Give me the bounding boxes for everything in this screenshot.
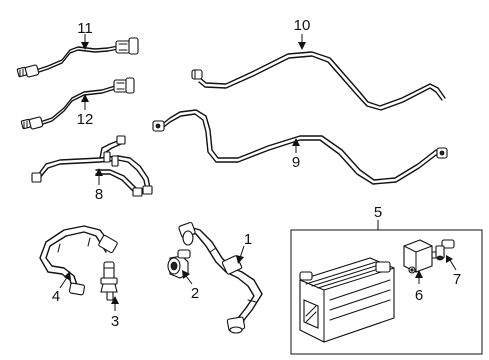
part-5-vapor-canister xyxy=(299,257,395,343)
part-2-connector xyxy=(167,249,191,279)
callout-6: 6 xyxy=(415,287,423,304)
part-7-connector xyxy=(435,239,455,261)
part-6-canister-vent-valve xyxy=(403,239,439,274)
part-3-purge-valve xyxy=(100,261,118,301)
callout-1: 1 xyxy=(244,231,252,248)
leader-lines xyxy=(59,34,457,311)
part-11-oxygen-sensor xyxy=(16,37,139,78)
callout-7: 7 xyxy=(453,271,461,288)
callout-8: 8 xyxy=(95,186,103,203)
callout-11: 11 xyxy=(77,20,93,37)
callout-5: 5 xyxy=(374,204,382,221)
callout-9: 9 xyxy=(292,154,300,171)
callout-10: 10 xyxy=(294,17,311,34)
part-10-fuel-line xyxy=(191,51,446,111)
callout-12: 12 xyxy=(77,111,94,128)
callout-2: 2 xyxy=(191,285,199,302)
canister-callout-box xyxy=(290,229,483,355)
part-9-fuel-line xyxy=(152,109,448,185)
part-1-hose-assembly xyxy=(178,221,263,334)
part-8-vapor-tube xyxy=(31,135,153,197)
callout-4: 4 xyxy=(52,288,60,305)
part-12-oxygen-sensor xyxy=(20,77,135,130)
callout-3: 3 xyxy=(111,313,119,330)
